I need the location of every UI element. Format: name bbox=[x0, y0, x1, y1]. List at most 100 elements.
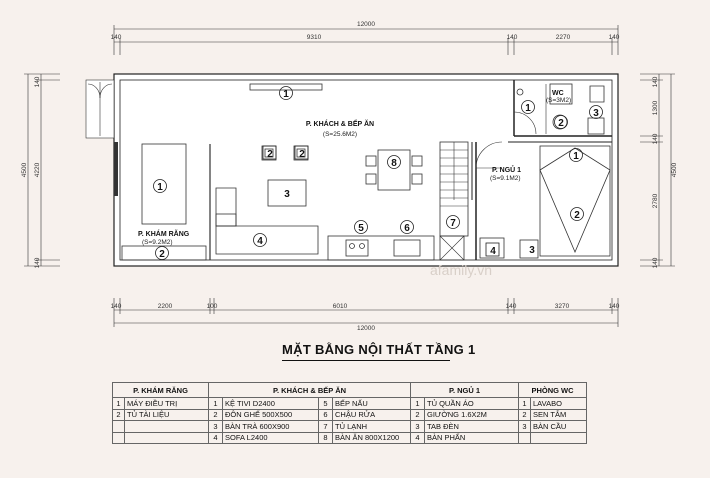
legend-cell: 3 bbox=[410, 420, 425, 433]
legend-cell: 1 bbox=[208, 397, 223, 410]
legend-cell: CHẬU RỬA bbox=[332, 408, 411, 421]
right-dimensions: 4500 140 1300 140 2780 140 bbox=[640, 73, 678, 268]
marker-stool-2: 2 bbox=[294, 145, 309, 160]
room-wc-name: WC bbox=[552, 90, 564, 97]
legend-header-bed: P. NGỦ 1 bbox=[410, 382, 519, 398]
svg-text:3: 3 bbox=[284, 189, 290, 200]
dim-bottom-6: 3270 bbox=[555, 303, 570, 310]
legend-cell: GIƯỜNG 1.6X2M bbox=[424, 408, 519, 421]
svg-text:3: 3 bbox=[593, 108, 599, 119]
legend-cell: 1 bbox=[112, 397, 125, 410]
legend-table: P. KHÁM RĂNG P. KHÁCH & BẾP ĂN P. NGỦ 1 … bbox=[112, 382, 587, 444]
legend-cell: BÀN TRÀ 600X900 bbox=[222, 420, 319, 433]
dim-bottom-total: 12000 bbox=[357, 325, 375, 332]
svg-text:5: 5 bbox=[358, 223, 364, 234]
marker-shower: 2 bbox=[554, 115, 568, 129]
marker-lavabo: 1 bbox=[521, 100, 535, 114]
legend-cell: TỦ TÀI LIỆU bbox=[124, 408, 209, 421]
legend-cell: SEN TẮM bbox=[530, 408, 587, 421]
legend-header-row: P. KHÁM RĂNG P. KHÁCH & BẾP ĂN P. NGỦ 1 … bbox=[112, 382, 587, 398]
marker-wardrobe: 1 bbox=[569, 148, 583, 162]
marker-lamp-table: 3 bbox=[529, 245, 535, 256]
legend-cell: TỦ QUẦN ÁO bbox=[424, 397, 519, 410]
marker-sofa: 4 bbox=[253, 233, 267, 247]
svg-text:4: 4 bbox=[490, 246, 496, 257]
watermark: afamily.vn bbox=[430, 262, 492, 278]
room-dental-name: P. KHÁM RĂNG bbox=[138, 229, 190, 238]
legend-cell bbox=[518, 431, 531, 444]
marker-sink: 6 bbox=[400, 220, 414, 234]
legend-cell: 8 bbox=[318, 431, 333, 444]
legend-cell bbox=[112, 431, 125, 444]
bottom-dimensions: 140 2200 100 6010 140 3270 140 12000 bbox=[111, 298, 620, 332]
svg-text:7: 7 bbox=[450, 218, 456, 229]
dim-top-4: 2270 bbox=[556, 34, 571, 41]
entrance-door bbox=[85, 79, 118, 196]
dim-bottom-4: 6010 bbox=[333, 303, 348, 310]
legend-cell: LAVABO bbox=[530, 397, 587, 410]
room-living-name: P. KHÁCH & BẾP ĂN bbox=[306, 118, 374, 128]
legend-cell: 2 bbox=[112, 408, 125, 421]
dim-top-3: 140 bbox=[507, 34, 518, 41]
room-dental-area: (S=9.2M2) bbox=[142, 239, 173, 246]
left-dimensions: 4500 140 4220 140 bbox=[21, 73, 60, 268]
marker-tv-shelf: 1 bbox=[279, 86, 293, 100]
dim-right-3: 140 bbox=[652, 133, 659, 144]
dim-left-2: 4220 bbox=[34, 162, 41, 177]
legend-cell: TAB ĐÈN bbox=[424, 420, 519, 433]
dim-bottom-3: 100 bbox=[207, 303, 218, 310]
svg-text:2: 2 bbox=[558, 118, 564, 129]
legend-cell: 2 bbox=[410, 408, 425, 421]
svg-text:2: 2 bbox=[159, 249, 165, 260]
svg-text:6: 6 bbox=[404, 223, 410, 234]
legend-cell bbox=[530, 431, 587, 444]
floor-plan: 12000 140 9310 140 2270 140 140 2200 100… bbox=[21, 21, 678, 332]
legend-header-dental: P. KHÁM RĂNG bbox=[112, 382, 209, 398]
dim-top-2: 9310 bbox=[307, 34, 322, 41]
marker-fridge: 7 bbox=[446, 215, 460, 229]
furniture bbox=[121, 83, 611, 261]
legend-cell: 2 bbox=[518, 408, 531, 421]
legend-cell: 4 bbox=[410, 431, 425, 444]
legend-cell bbox=[124, 431, 209, 444]
marker-toilet: 3 bbox=[589, 105, 603, 119]
dim-left-total: 4500 bbox=[21, 162, 28, 177]
legend-header-living: P. KHÁCH & BẾP ĂN bbox=[208, 382, 411, 398]
legend-cell: KỆ TIVI D2400 bbox=[222, 397, 319, 410]
legend-cell bbox=[124, 420, 209, 433]
dim-right-total: 4500 bbox=[671, 162, 678, 177]
marker-stool-1: 2 bbox=[262, 145, 277, 160]
marker-dining-table: 8 bbox=[387, 155, 401, 169]
svg-text:1: 1 bbox=[573, 151, 579, 162]
dim-top-5: 140 bbox=[609, 34, 620, 41]
legend-cell: BÀN PHẤN bbox=[424, 431, 519, 444]
drawing-title: MẶT BẰNG NỘI THẤT TẦNG 1 bbox=[282, 342, 476, 357]
legend-cell: 3 bbox=[518, 420, 531, 433]
legend-cell: MÁY ĐIỀU TRỊ bbox=[124, 397, 209, 410]
legend-cell: BÀN CẦU bbox=[530, 420, 587, 433]
dim-left-1: 140 bbox=[34, 76, 41, 87]
svg-text:2: 2 bbox=[299, 149, 305, 160]
legend-cell: 1 bbox=[518, 397, 531, 410]
marker-dental-cabinet: 2 bbox=[155, 246, 169, 260]
room-bed-name: P. NGỦ 1 bbox=[492, 165, 521, 174]
dim-right-5: 140 bbox=[652, 257, 659, 268]
building-walls bbox=[113, 73, 619, 267]
room-bed-area: (S=9.1M2) bbox=[490, 175, 521, 182]
dim-left-3: 140 bbox=[34, 257, 41, 268]
room-wc-area: (S=3M2) bbox=[546, 97, 571, 104]
svg-text:8: 8 bbox=[391, 158, 397, 169]
legend-cell: 5 bbox=[318, 397, 333, 410]
dim-top-1: 140 bbox=[111, 34, 122, 41]
dim-bottom-7: 140 bbox=[609, 303, 620, 310]
svg-text:1: 1 bbox=[525, 103, 531, 114]
svg-text:1: 1 bbox=[283, 89, 289, 100]
dim-top-total: 12000 bbox=[357, 21, 375, 28]
top-dimensions: 12000 140 9310 140 2270 140 bbox=[111, 21, 620, 55]
svg-text:4: 4 bbox=[257, 236, 263, 247]
dim-bottom-2: 2200 bbox=[158, 303, 173, 310]
